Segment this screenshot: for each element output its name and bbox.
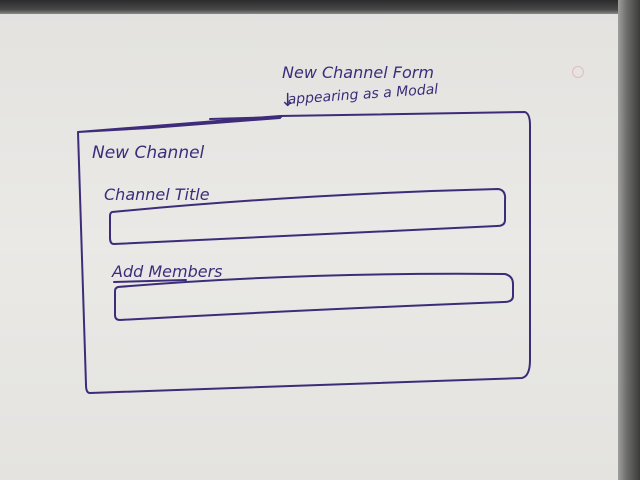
marker-smudge: [572, 66, 584, 78]
annotation-line-2: appearing as a Modal: [287, 82, 439, 108]
modal-outline-overlap: [209, 116, 282, 120]
add-members-label: Add Members: [111, 262, 223, 281]
modal-outline: [77, 111, 531, 394]
whiteboard-frame-right: [618, 0, 640, 480]
channel-title-label: Channel Title: [104, 185, 210, 204]
add-members-underline: [113, 279, 187, 283]
annotation-arrow-icon: ↓: [280, 90, 295, 111]
annotation-line-1: New Channel Form: [282, 63, 434, 82]
modal-title: New Channel: [92, 143, 205, 163]
whiteboard-frame-top: [0, 0, 640, 14]
add-members-input[interactable]: [114, 272, 514, 321]
channel-title-input[interactable]: [109, 188, 507, 245]
